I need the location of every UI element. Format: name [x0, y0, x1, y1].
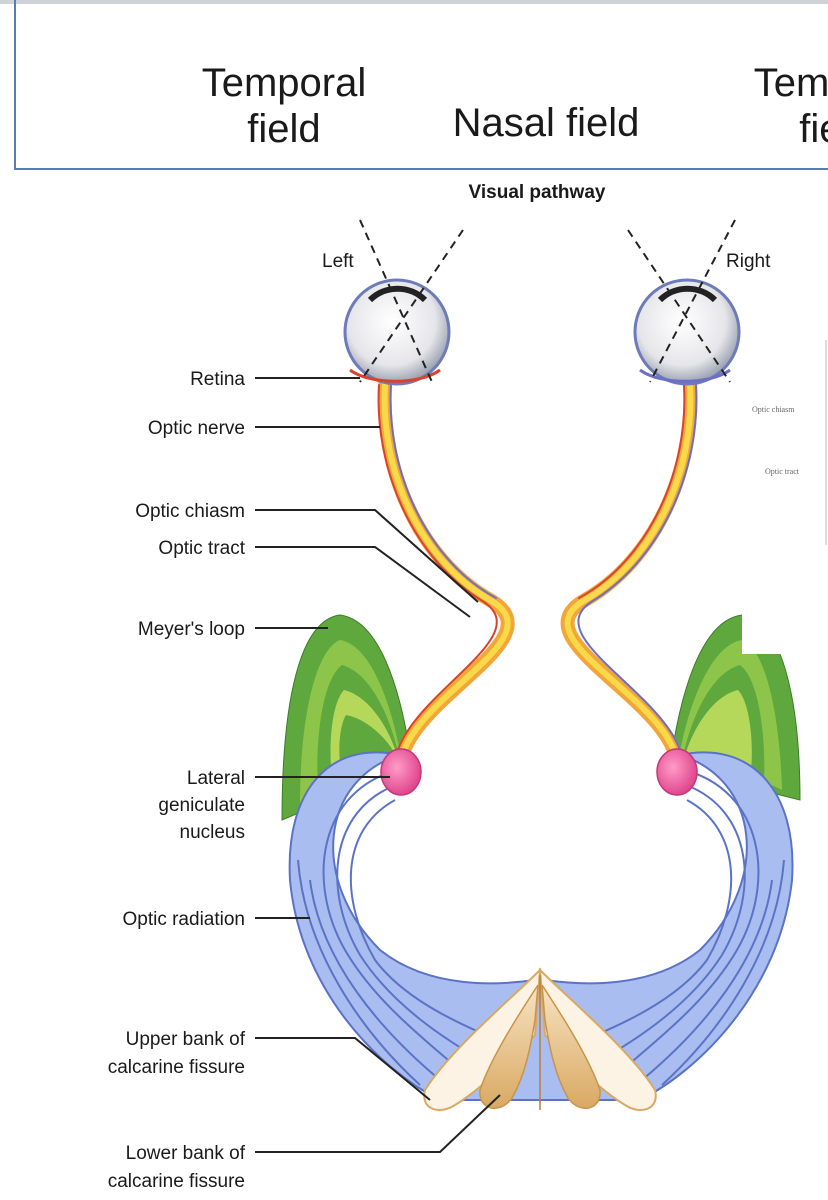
label-right: Right	[726, 251, 771, 272]
optic-radiation	[288, 751, 794, 1101]
meyers-loop-right-notch	[742, 612, 782, 654]
field-label-nasal: Nasal field	[452, 101, 640, 145]
label-lgn-line2: geniculate	[158, 795, 245, 816]
label-optic-nerve: Optic nerve	[148, 418, 245, 439]
label-optic-tract: Optic tract	[158, 538, 245, 559]
field-label-temporal-right: Temporal field	[736, 60, 828, 152]
label-optic-radiation: Optic radiation	[122, 909, 245, 930]
field-header-box: Temporal field Nasal field Temporal fiel…	[14, 0, 828, 170]
field-label-temporal-left-field: field	[247, 107, 321, 151]
thumb-label-optic-chiasm: Optic chiasm	[752, 405, 795, 414]
label-lgn-line1: Lateral	[187, 768, 245, 789]
diagram-title: Visual pathway	[469, 182, 606, 203]
label-retina: Retina	[190, 369, 245, 390]
label-left: Left	[322, 251, 354, 272]
right-eye	[633, 278, 741, 386]
lgn-right	[656, 748, 698, 796]
left-eye	[343, 278, 451, 386]
label-upper-bank-line2: calcarine fissure	[108, 1057, 245, 1078]
side-thumbnail: Optic chiasm Optic tract	[752, 340, 827, 545]
calcarine-fissure	[423, 967, 657, 1111]
optic-pathway-fibers	[377, 378, 698, 777]
lgn-left	[380, 748, 422, 796]
top-border	[0, 0, 828, 4]
label-lgn-line3: nucleus	[180, 822, 246, 843]
thumb-label-optic-tract: Optic tract	[765, 467, 800, 476]
field-label-temporal-right-word: Temporal	[753, 61, 828, 105]
label-lower-bank-line2: calcarine fissure	[108, 1171, 245, 1192]
sight-lines	[359, 219, 736, 383]
label-optic-chiasm: Optic chiasm	[135, 501, 245, 522]
field-label-temporal-left-word: Temporal	[201, 61, 367, 105]
label-upper-bank-line1: Upper bank of	[126, 1029, 246, 1050]
label-meyers-loop: Meyer's loop	[138, 619, 245, 640]
label-lower-bank-line1: Lower bank of	[126, 1143, 246, 1164]
field-label-temporal-left: Temporal field	[184, 60, 384, 152]
leader-lines	[255, 377, 501, 1153]
field-label-temporal-right-field: field	[799, 107, 828, 151]
